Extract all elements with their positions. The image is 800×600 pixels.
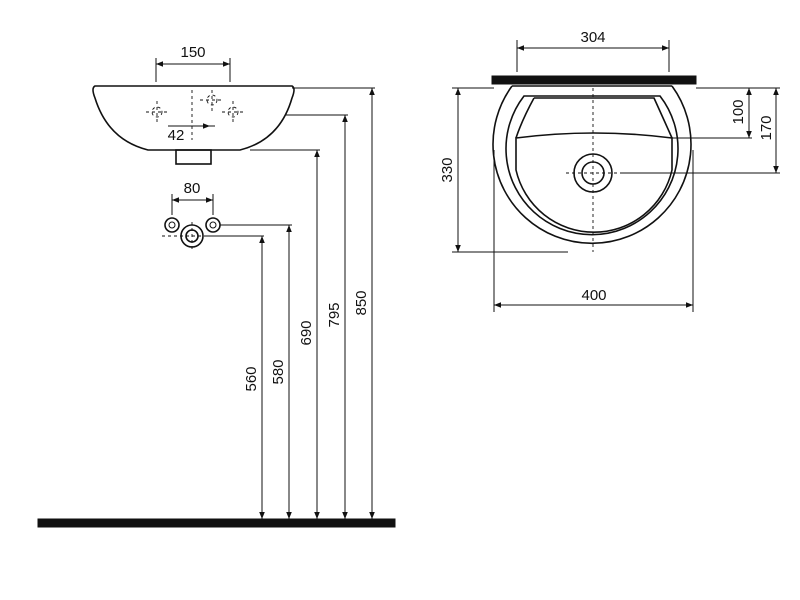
dim-height-560: 560 [243, 366, 260, 391]
floor-line [37, 518, 396, 528]
dim-width: 400 [581, 287, 606, 304]
dim-supply-spacing: 80 [184, 180, 201, 197]
dim-170: 170 [758, 115, 775, 140]
supply-fittings [162, 217, 222, 250]
dim-height-795: 795 [326, 302, 343, 327]
basin-top-inner [505, 95, 679, 236]
dim-height-690: 690 [298, 320, 315, 345]
dim-depth: 330 [439, 157, 456, 182]
side-view: 150 42 80 560 [37, 44, 396, 528]
dim-100: 100 [730, 99, 747, 124]
dim-height-580: 580 [270, 359, 287, 384]
dim-offset: 42 [168, 127, 185, 144]
basin-bowl [515, 132, 673, 233]
wall-mount-bar [491, 75, 697, 85]
basin-outline [92, 85, 295, 151]
top-view: 304 330 400 100 170 [439, 29, 780, 312]
dim-wall-width: 304 [580, 29, 605, 46]
drain-pipe [175, 149, 212, 165]
basin-top-outer [492, 85, 692, 245]
dim-height-850: 850 [353, 290, 370, 315]
tap-holes [146, 90, 244, 140]
dim-tap-spacing: 150 [180, 44, 205, 61]
